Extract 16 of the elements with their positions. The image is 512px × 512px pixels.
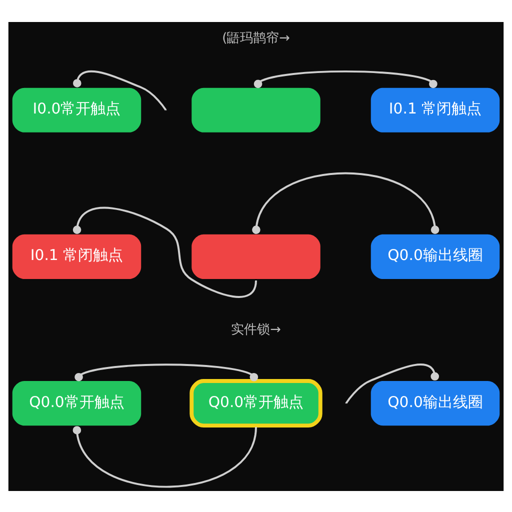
label: 实件锁→ xyxy=(231,322,281,337)
connector xyxy=(74,363,258,381)
node-box: Q0.0常开触点 xyxy=(12,380,142,426)
connector xyxy=(252,172,440,234)
node-box xyxy=(192,234,320,278)
node-box: Q0.0输出线圈 xyxy=(370,234,500,278)
connector xyxy=(72,206,257,298)
connector xyxy=(72,426,257,488)
node-box: I0.0常开触点 xyxy=(12,87,142,132)
node-box: Q0.0输出线圈 xyxy=(370,380,500,426)
node-box: I0.1 常闭触点 xyxy=(12,234,142,278)
node-box: Q0.0常开触点 xyxy=(190,378,322,428)
node-box xyxy=(192,87,320,132)
node-box: I0.1 常闭触点 xyxy=(370,87,500,132)
label: (鼯玛鹊帘→ xyxy=(222,30,290,46)
connector xyxy=(254,70,438,88)
